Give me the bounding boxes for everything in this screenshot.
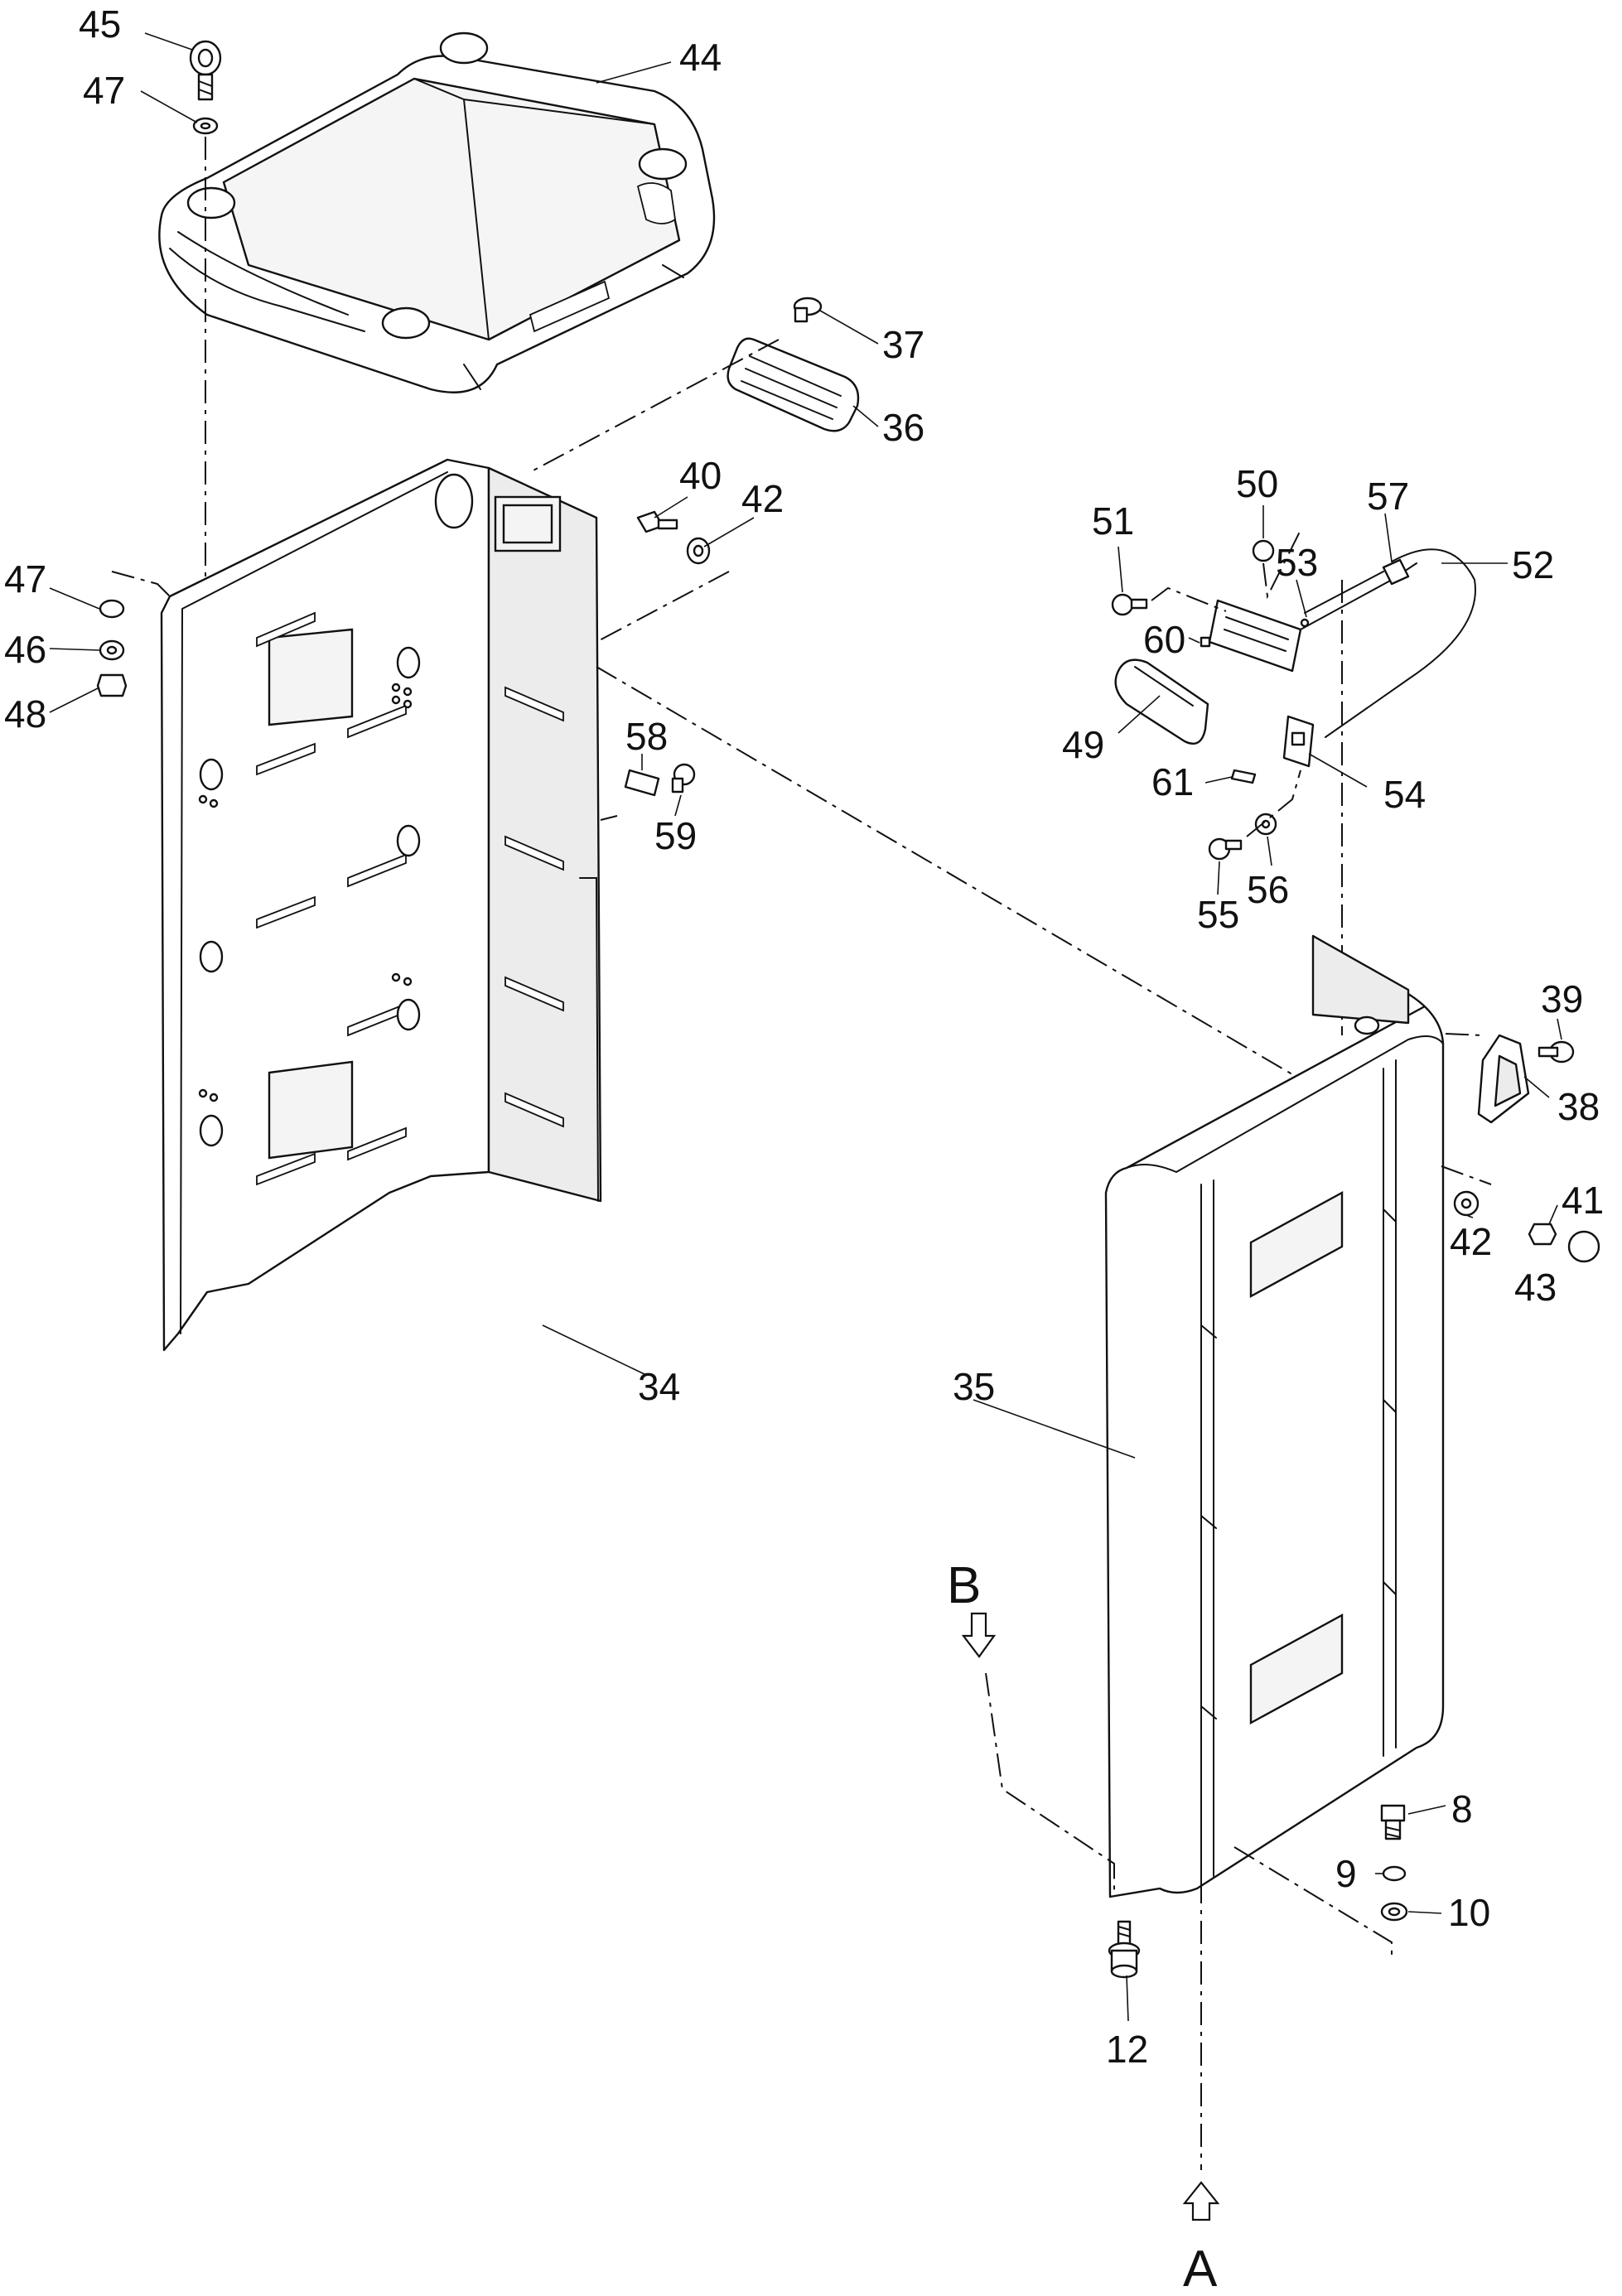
panel-34-holes [198, 646, 421, 1147]
callout-43: 43 [1514, 1266, 1557, 1309]
view-marker-a: A [1183, 2241, 1218, 2296]
assembly-line-38 [1445, 1033, 1484, 1036]
callout-38: 38 [1557, 1085, 1600, 1128]
callout-8: 8 [1451, 1787, 1473, 1831]
leader-lines [49, 32, 1562, 2022]
screw-part-39 [1538, 1040, 1575, 1064]
washer-part-56 [1254, 813, 1277, 836]
callout-40: 40 [679, 454, 722, 497]
grille-part-36 [727, 337, 860, 432]
callout-37: 37 [882, 323, 924, 366]
callout-59: 59 [654, 814, 697, 857]
view-b-arrow [961, 1612, 997, 1658]
view-marker-b: B [947, 1557, 981, 1614]
nut-part-46 [99, 639, 125, 661]
callout-46: 46 [4, 628, 46, 671]
label-part-61 [1230, 769, 1257, 784]
callout-48: 48 [4, 692, 46, 736]
screw-part-59 [671, 763, 696, 793]
callout-49: 49 [1062, 723, 1104, 766]
bolt-part-8 [1380, 1804, 1406, 1840]
assembly-line-58 [600, 815, 618, 821]
assembly-line-nuts [111, 571, 171, 597]
screw-part-40 [636, 510, 678, 533]
washer-part-10 [1380, 1902, 1408, 1922]
callout-51: 51 [1092, 499, 1134, 543]
callout-56: 56 [1247, 868, 1289, 911]
cap-nut-part-43 [1567, 1230, 1600, 1263]
callout-labels: 45 44 47 37 36 40 42 47 46 48 58 59 34 5… [4, 2, 1604, 2296]
callout-44: 44 [679, 36, 722, 79]
clip-part-58 [624, 769, 660, 797]
callout-45: 45 [79, 2, 121, 46]
view-a-arrow [1182, 2181, 1220, 2221]
washer-part-9 [1382, 1865, 1407, 1882]
screw-part-51 [1111, 593, 1148, 616]
callout-39: 39 [1541, 977, 1583, 1020]
callout-47-side: 47 [4, 557, 46, 601]
callout-12: 12 [1106, 2028, 1148, 2071]
callout-10: 10 [1448, 1891, 1490, 1934]
washer-part-42-right [1453, 1190, 1480, 1217]
washer-part-42-left [686, 537, 711, 565]
rear-panel-part-34 [160, 458, 602, 1352]
callout-41: 41 [1562, 1179, 1604, 1222]
assembly-line-panels [596, 666, 1297, 1078]
assembly-line-41 [1441, 1165, 1492, 1185]
switch-housing-part-49 [1114, 658, 1209, 745]
nut-part-48 [96, 673, 128, 697]
callout-34: 34 [638, 1365, 680, 1408]
connector-part-57 [1382, 558, 1410, 586]
bolt-part-50 [1252, 539, 1275, 562]
washer-part-47-side [99, 599, 125, 619]
washer-part-47-top [192, 117, 219, 135]
nut-part-41 [1528, 1223, 1557, 1246]
vent-part-38 [1477, 1034, 1530, 1124]
callout-53: 53 [1276, 541, 1318, 584]
callout-42-right: 42 [1450, 1220, 1492, 1263]
assembly-line-fastener-40 [596, 571, 730, 643]
assembly-line-8 [1233, 1846, 1393, 1959]
switch-plate-part-60 [1200, 599, 1302, 673]
assembly-line-grille [529, 339, 780, 473]
front-panel-part-35 [1104, 934, 1445, 1898]
screw-part-55 [1208, 837, 1243, 861]
top-cover-part-44 [158, 31, 716, 393]
assembly-line-55 [1246, 769, 1301, 837]
callout-42-left: 42 [741, 477, 784, 520]
bolt-part-12 [1108, 1920, 1141, 1979]
callout-54: 54 [1383, 773, 1426, 816]
callout-55: 55 [1197, 893, 1239, 936]
view-b-line [985, 1672, 1115, 1897]
callout-36: 36 [882, 406, 924, 449]
callout-47-top: 47 [83, 69, 125, 112]
callout-57: 57 [1367, 475, 1409, 518]
callout-58: 58 [625, 715, 668, 758]
callout-52: 52 [1512, 543, 1554, 586]
callout-50: 50 [1236, 462, 1278, 505]
callout-35: 35 [953, 1365, 995, 1408]
callout-9: 9 [1335, 1852, 1357, 1895]
callout-61: 61 [1151, 760, 1194, 803]
switch-part-54 [1282, 715, 1315, 768]
assembly-line-51 [1151, 586, 1227, 612]
assembly-line-50 [1262, 529, 1301, 600]
callout-60: 60 [1143, 618, 1185, 661]
eye-bolt-part-45 [189, 40, 222, 101]
screw-part-37 [793, 297, 823, 323]
